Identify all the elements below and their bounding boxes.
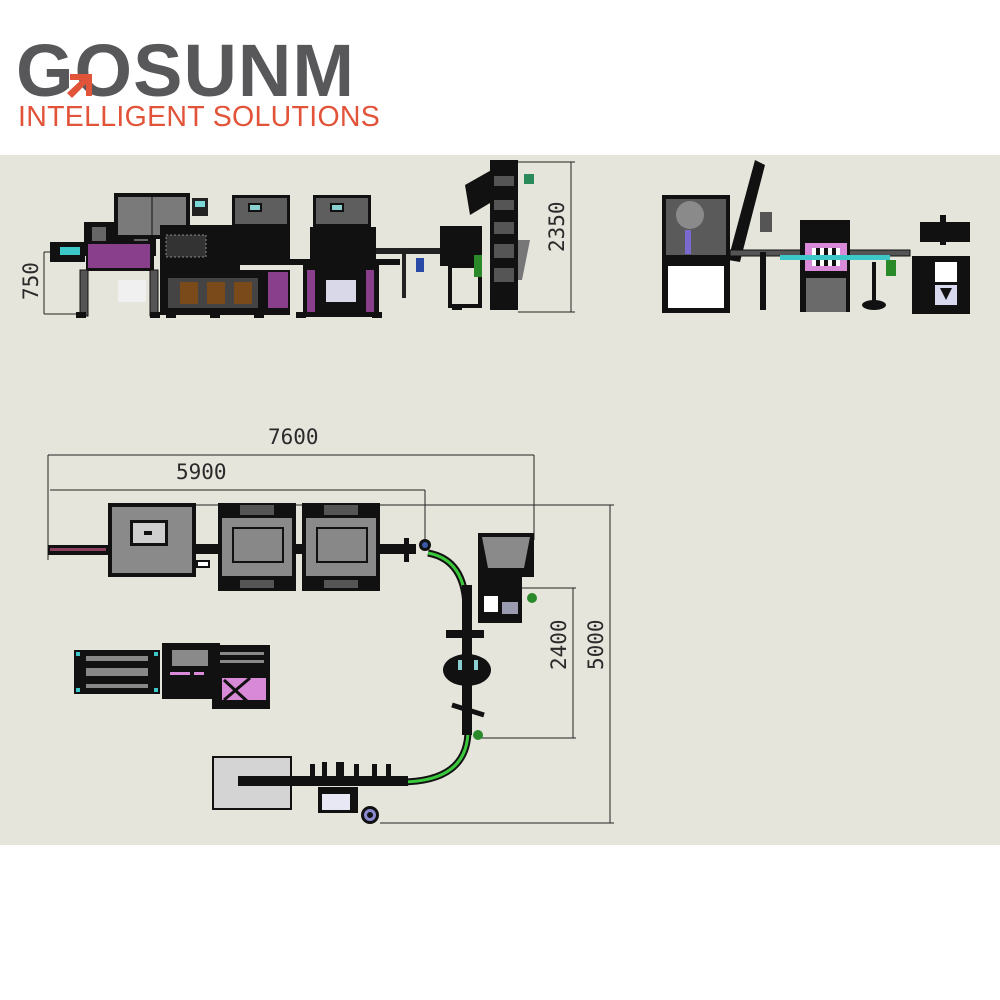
drawing-panel: 750 — [0, 155, 1000, 845]
brand-logo: GOSUNM INTELLIGENT SOLUTIONS — [16, 34, 406, 134]
dim-5900-label: 5900 — [176, 460, 227, 484]
arrow-icon — [67, 74, 92, 98]
dimension-750: 750 — [19, 251, 80, 315]
dimension-5000: 5000 — [180, 504, 614, 824]
layout-drawing: 750 — [19, 160, 970, 824]
dimension-7600: 7600 — [47, 425, 535, 560]
dimension-2400: 2400 — [480, 587, 576, 739]
dimension-5900: 5900 — [50, 460, 426, 540]
dimension-2350: 2350 — [518, 161, 575, 313]
dim-7600-label: 7600 — [268, 425, 319, 449]
plan-view: 7600 5900 5000 2400 — [47, 425, 614, 824]
dim-2350-label: 2350 — [545, 201, 569, 252]
dim-750-label: 750 — [19, 262, 43, 300]
brand-tagline: INTELLIGENT SOLUTIONS — [18, 101, 381, 133]
dim-5000-label: 5000 — [584, 619, 608, 670]
dim-2400-label: 2400 — [547, 619, 571, 670]
elevation-view-left: 750 — [19, 160, 575, 318]
elevation-view-right — [662, 160, 970, 314]
